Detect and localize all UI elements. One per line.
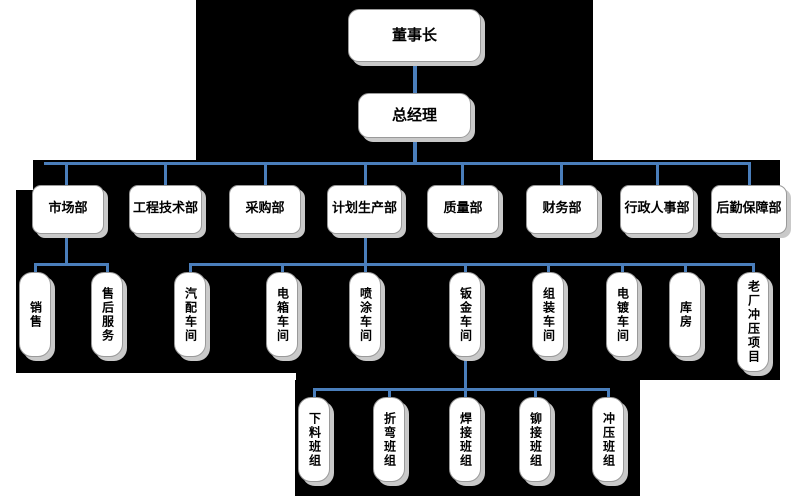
connector-riser-unit-assembly [547,263,550,275]
node-unit-aftersales[interactable]: 售后服务 [91,272,123,357]
node-unit-auto-parts-workshop[interactable]: 汽配车间 [174,272,206,357]
connector-marketing-drop [65,234,68,264]
node-unit-electrical-box-workshop[interactable]: 电箱车间 [266,272,298,357]
connector-riser-team-cutting [313,388,316,400]
connector-riser-dept-7 [656,162,659,186]
node-department-quality[interactable]: 质量部 [427,185,499,234]
connector-riser-team-stamping [607,388,610,400]
connector-riser-dept-6 [560,162,563,186]
node-team-riveting[interactable]: 铆接班组 [519,397,551,482]
connector-chairman-to-gm [413,62,417,94]
connector-riser-unit-warehouse [684,263,687,275]
connector-riser-team-bending [388,388,391,400]
connector-riser-team-welding [464,388,467,400]
node-team-cutting[interactable]: 下料班组 [298,397,330,482]
connector-team-bus [313,388,610,391]
connector-riser-unit-aftersales [106,263,109,275]
connector-riser-dept-8 [748,162,751,186]
connector-riser-dept-5 [461,162,464,186]
node-unit-painting-workshop[interactable]: 喷涂车间 [349,272,381,357]
connector-riser-dept-2 [164,162,167,186]
connector-department-bus [44,162,751,165]
connector-riser-unit-plating [621,263,624,275]
node-department-logistics[interactable]: 后勤保障部 [711,185,787,234]
node-unit-assembly-workshop[interactable]: 组装车间 [532,272,564,357]
node-department-production-planning[interactable]: 计划生产部 [327,185,402,234]
connector-riser-unit-paint [364,263,367,275]
node-department-finance[interactable]: 财务部 [526,185,598,234]
connector-production-bus [189,263,755,266]
node-department-engineering[interactable]: 工程技术部 [129,185,202,234]
node-unit-sheet-metal-workshop[interactable]: 钣金车间 [449,272,481,357]
connector-riser-unit-ebox [281,263,284,275]
node-department-admin-hr[interactable]: 行政人事部 [620,185,694,234]
connector-riser-unit-stamping-project [752,263,755,275]
connector-riser-dept-3 [264,162,267,186]
node-unit-plating-workshop[interactable]: 电镀车间 [606,272,638,357]
node-general-manager[interactable]: 总经理 [358,93,471,138]
node-team-welding[interactable]: 焊接班组 [449,397,481,482]
node-department-marketing[interactable]: 市场部 [32,185,104,234]
connector-riser-team-riveting [534,388,537,400]
connector-riser-unit-sales [34,263,37,275]
connector-sheetmetal-drop [464,358,467,390]
connector-riser-unit-auto [189,263,192,275]
node-unit-sales[interactable]: 销售 [19,272,51,357]
connector-gm-drop [413,138,417,164]
node-unit-old-plant-stamping-project[interactable]: 老厂冲压项目 [737,272,769,372]
node-department-purchasing[interactable]: 采购部 [229,185,301,234]
connector-riser-unit-sheetmetal [464,263,467,275]
node-team-bending[interactable]: 折弯班组 [373,397,405,482]
connector-riser-dept-4 [364,162,367,186]
connector-production-drop [364,234,367,264]
connector-riser-dept-1 [65,162,68,186]
connector-marketing-bus [34,263,109,266]
node-chairman[interactable]: 董事长 [348,9,481,62]
node-unit-warehouse[interactable]: 库房 [669,272,701,357]
node-team-stamping[interactable]: 冲压班组 [592,397,624,482]
